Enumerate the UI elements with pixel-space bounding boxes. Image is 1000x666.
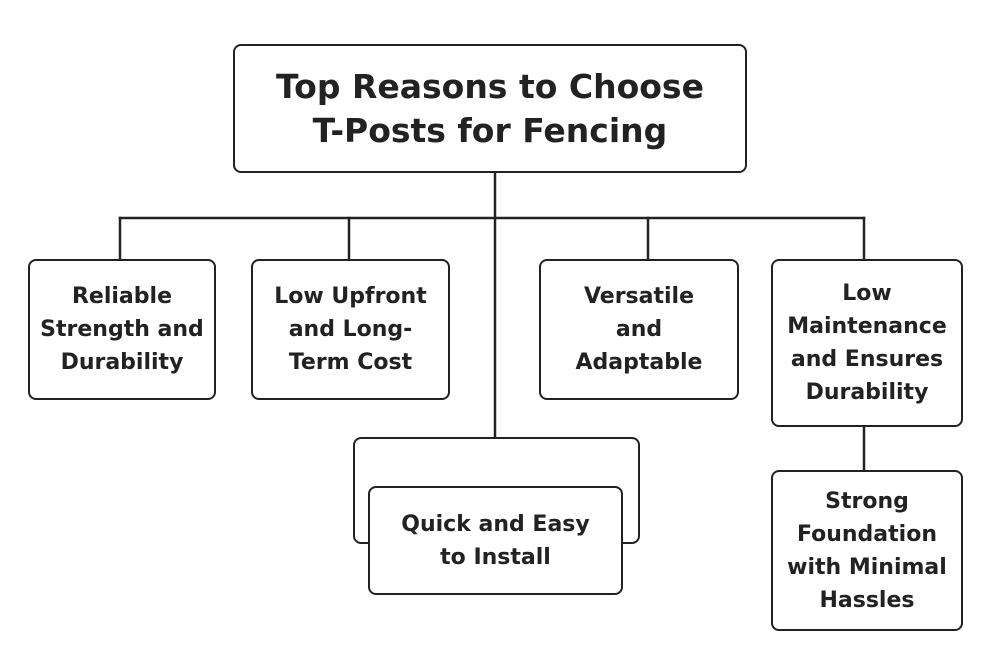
reason-line: Durability <box>805 380 929 405</box>
reason-line: Term Cost <box>288 350 413 375</box>
reason-line: and Ensures <box>790 347 944 372</box>
root-title-line-1: Top Reasons to Choose <box>276 66 704 106</box>
reason-line: Reliable <box>71 284 172 309</box>
reason-line: Low <box>842 281 892 306</box>
reason-node-versatile: Versatile and Adaptable <box>539 259 739 400</box>
reason-node-cost: Low Upfront and Long- Term Cost <box>251 259 450 400</box>
sub-reason-line: Strong <box>825 488 909 514</box>
reason-line: Quick and Easy <box>401 511 590 537</box>
reason-line: Low Upfront <box>274 284 427 309</box>
reason-line: Versatile <box>583 284 695 309</box>
reason-line: to Install <box>440 544 551 570</box>
sub-reason-line: Hassles <box>819 587 915 613</box>
root-node: Top Reasons to Choose T-Posts for Fencin… <box>233 44 747 173</box>
sub-reason-line: with Minimal <box>787 554 947 580</box>
root-title-line-2: T-Posts for Fencing <box>312 110 668 150</box>
reason-node-strength: Reliable Strength and Durability <box>28 259 216 400</box>
reason-line: Durability <box>60 350 184 375</box>
reason-line: and <box>615 317 663 342</box>
reason-line: and Long- <box>288 317 413 342</box>
reason-node-install: Quick and Easy to Install <box>368 486 623 595</box>
sub-reason-node-foundation: Strong Foundation with Minimal Hassles <box>771 470 963 631</box>
reason-line: Maintenance <box>787 314 947 339</box>
sub-reason-line: Foundation <box>796 521 937 547</box>
reason-line: Adaptable <box>575 350 703 375</box>
reason-line: Strength and <box>40 317 204 342</box>
reason-node-maintenance: Low Maintenance and Ensures Durability <box>771 259 963 427</box>
